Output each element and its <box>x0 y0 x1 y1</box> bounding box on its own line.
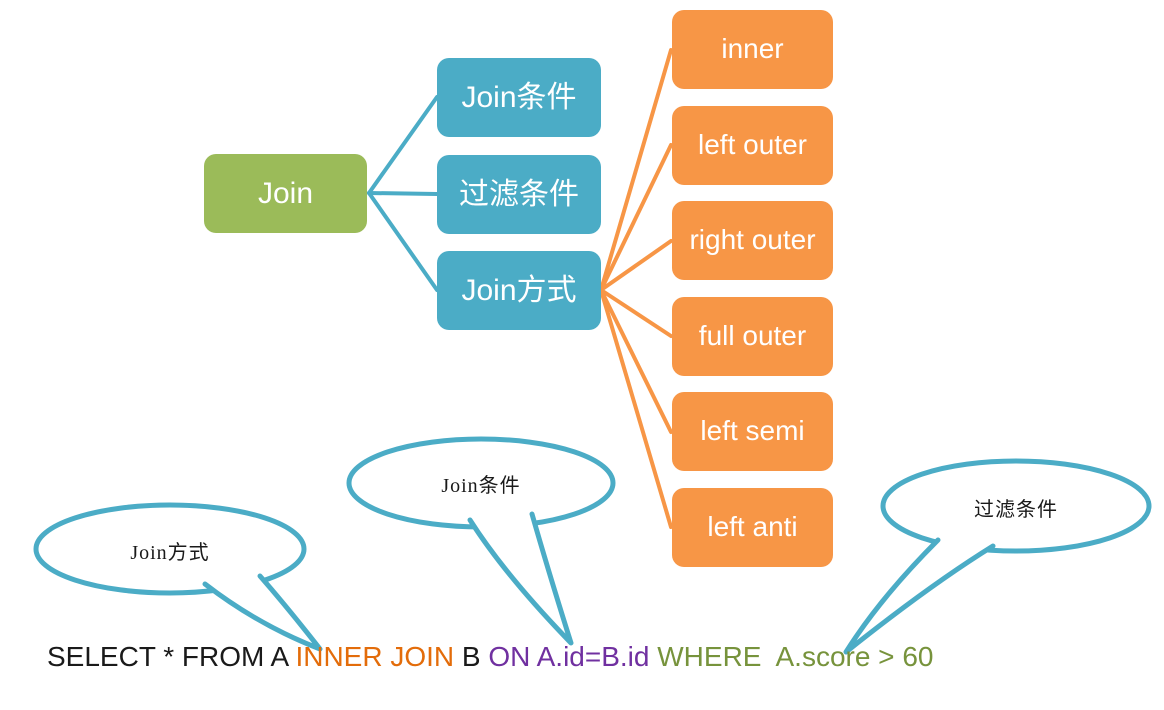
node-join-type-left-outer: left outer <box>672 106 833 185</box>
node-join-type-left-semi: left semi <box>672 392 833 471</box>
sql-on-condition-segment: ON A.id=B.id <box>488 641 650 672</box>
node-join-condition: Join条件 <box>437 58 601 137</box>
teal-connector-lines <box>367 95 439 292</box>
callout-join-method-label: Join方式 <box>130 542 210 564</box>
callout-join-condition-label: Join条件 <box>441 475 521 497</box>
node-join-type-full-outer: full outer <box>672 297 833 376</box>
callout-join-condition-bubble <box>346 436 616 646</box>
orange-connector-lines <box>599 48 673 529</box>
sql-select-from-segment: SELECT * FROM A <box>47 641 296 672</box>
sql-statement: SELECT * FROM A INNER JOIN B ON A.id=B.i… <box>47 641 933 673</box>
node-join-root: Join <box>204 154 367 233</box>
node-join-type-left-anti: left anti <box>672 488 833 567</box>
callout-filter-condition-bubble <box>843 458 1152 655</box>
sql-inner-join-segment: INNER JOIN <box>295 641 455 672</box>
callout-join-method-bubble <box>33 502 323 652</box>
node-join-type-right-outer: right outer <box>672 201 833 280</box>
sql-table-b-segment: B <box>454 641 489 672</box>
callout-filter-condition-label: 过滤条件 <box>974 499 1058 521</box>
sql-where-condition-segment: WHERE A.score > 60 <box>649 641 934 672</box>
node-join-method: Join方式 <box>437 251 601 330</box>
node-join-type-inner: inner <box>672 10 833 89</box>
node-filter-condition: 过滤条件 <box>437 155 601 234</box>
